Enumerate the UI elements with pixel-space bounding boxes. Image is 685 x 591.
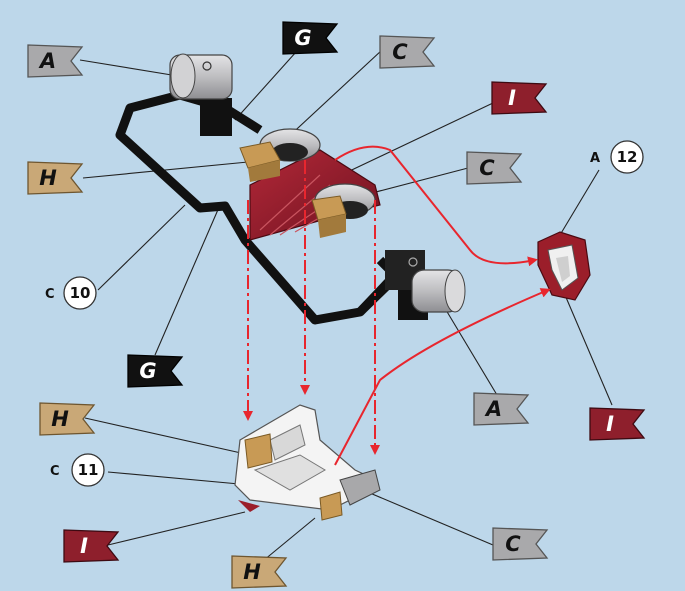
flag-shape (466, 151, 523, 185)
flag-shape (379, 35, 436, 69)
flag-c-gray: C (466, 151, 523, 185)
callout-c10: C 10 (45, 276, 97, 310)
flag-h-tan: H (39, 402, 96, 436)
flag-letter: G (294, 26, 311, 50)
flag-shape (39, 402, 96, 436)
callout-prefix: C (45, 287, 55, 302)
leader-lines (79, 41, 613, 566)
callout-number: 10 (70, 284, 91, 302)
flag-letter: H (39, 166, 57, 190)
flag-letter: I (80, 534, 88, 558)
flag-h-tan: H (27, 161, 84, 195)
flag-shape (282, 21, 339, 55)
flag-shape (473, 392, 530, 426)
red-fan-part (249, 149, 381, 241)
flag-letter: C (479, 156, 495, 180)
red-side-part (537, 231, 591, 301)
callout-prefix: A (590, 151, 600, 166)
flag-letter: C (392, 40, 408, 64)
flag-shape (63, 529, 120, 563)
flag-labels: A G C I H C G A H I I H C (27, 21, 646, 589)
flag-c-gray: C (492, 527, 549, 561)
callout-number: 11 (78, 461, 99, 479)
flag-shape (491, 81, 548, 115)
tan-block-upper (239, 141, 281, 182)
callout-c11: C 11 (50, 453, 105, 487)
cylinder-part-right (385, 250, 466, 320)
flag-h-tan: H (231, 555, 288, 589)
flag-shape (231, 555, 288, 589)
flag-letter: I (606, 412, 614, 436)
flag-letter: I (508, 86, 516, 110)
flag-letter: A (38, 49, 56, 73)
flag-letter: G (139, 359, 156, 383)
flag-shape (27, 161, 84, 195)
flag-i-red: I (491, 81, 548, 115)
flag-a-gray: A (27, 44, 84, 78)
flag-g-black: G (127, 354, 184, 388)
flag-letter: C (505, 532, 521, 556)
flag-letter: H (51, 407, 69, 431)
assembled-part (234, 404, 381, 521)
flag-i-red: I (589, 407, 646, 441)
flag-letter: H (243, 560, 261, 584)
flag-shape (492, 527, 549, 561)
callout-prefix: C (50, 464, 60, 479)
callout-number: 12 (617, 148, 638, 166)
flag-a-gray: A (473, 392, 530, 426)
flag-shape (589, 407, 646, 441)
flag-i-red: I (63, 529, 120, 563)
cylinder-part-top (169, 53, 233, 136)
tan-block-lower (311, 195, 347, 238)
assembly-arrows (243, 145, 551, 466)
callout-a12: A 12 (590, 140, 644, 174)
flag-shape (127, 354, 184, 388)
flag-c-gray: C (379, 35, 436, 69)
flag-shape (27, 44, 84, 78)
flag-g-black: G (282, 21, 339, 55)
flag-letter: A (484, 397, 502, 421)
